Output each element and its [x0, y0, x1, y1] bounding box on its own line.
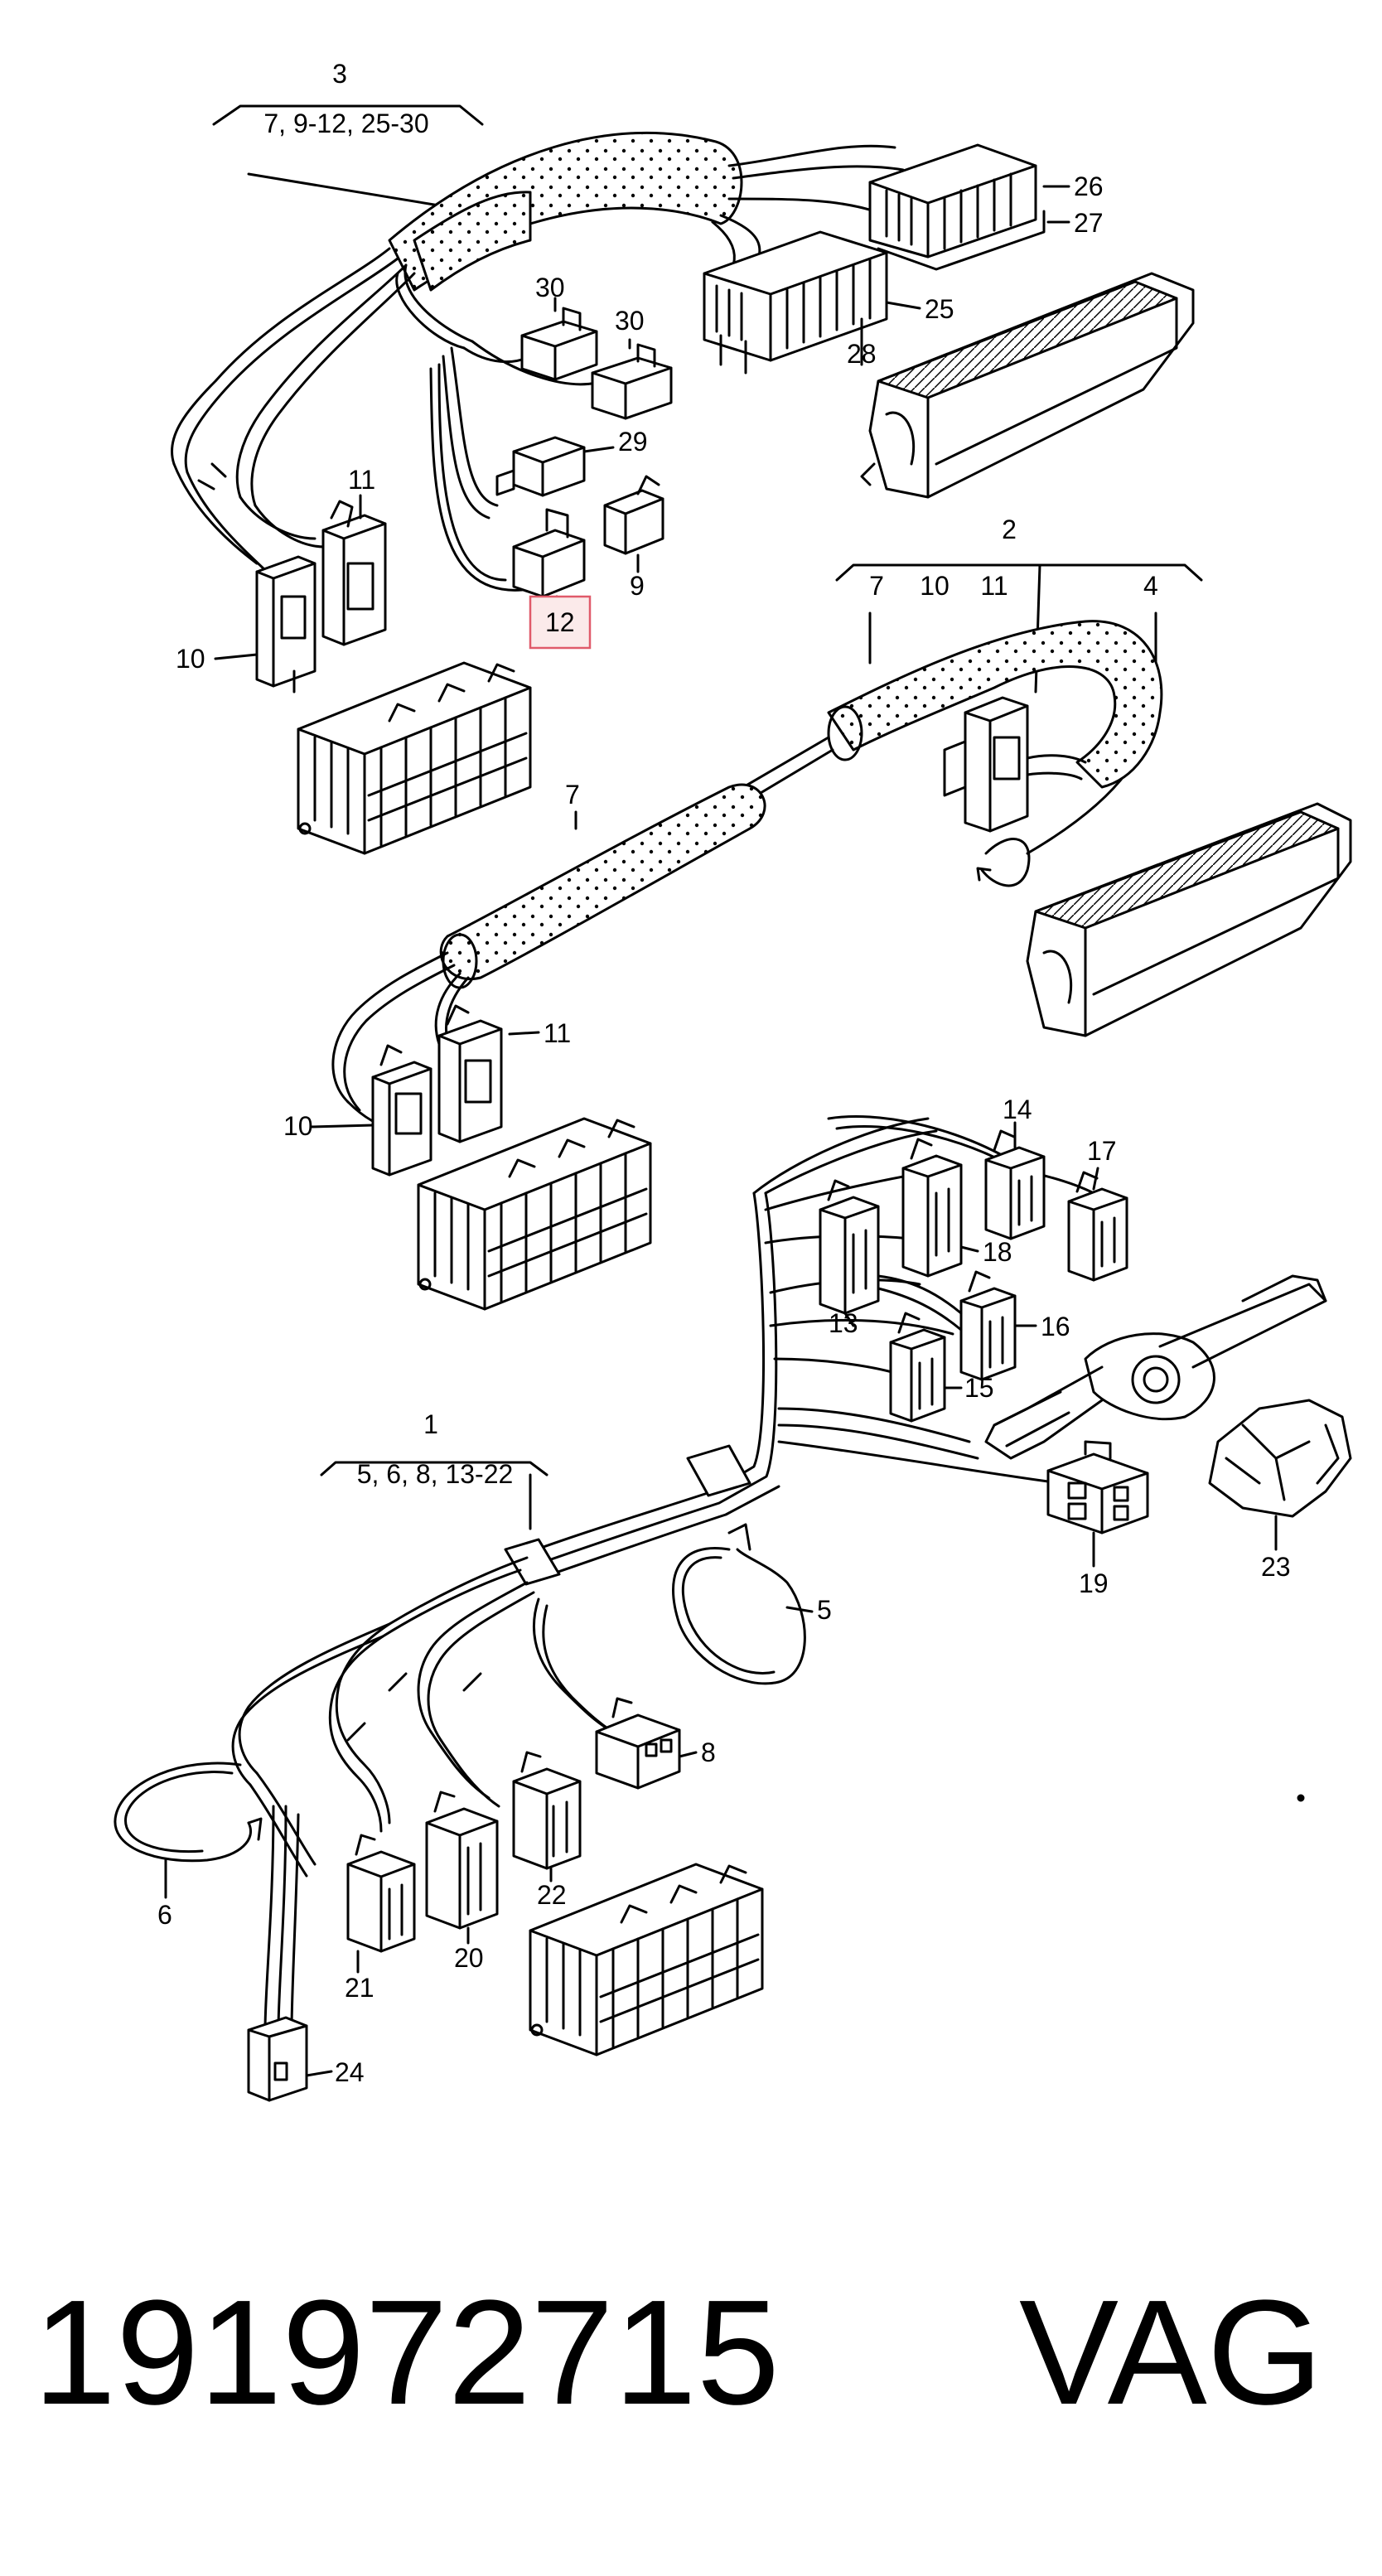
leader-24	[305, 2070, 333, 2077]
connector-19	[1046, 1440, 1149, 1534]
connector-11-mid	[943, 696, 1029, 833]
group-1-bracket	[320, 1461, 548, 1476]
callout-5: 5	[817, 1595, 832, 1625]
callout-12: 12	[545, 607, 575, 637]
cable-tie-5	[672, 1523, 806, 1685]
group-3-number: 3	[332, 59, 347, 89]
callout-13: 13	[829, 1308, 858, 1338]
connector-20	[425, 1791, 499, 1930]
connector-18	[901, 1138, 963, 1278]
group-3-range: 7, 9-12, 25-30	[263, 109, 428, 138]
callout-10-top: 10	[176, 644, 205, 674]
callout-7-long: 7	[565, 780, 580, 810]
leader-13	[843, 1312, 855, 1327]
callout-11-top: 11	[348, 465, 375, 495]
callout-25: 25	[925, 294, 954, 324]
leader-5	[785, 1606, 814, 1613]
callout-20: 20	[454, 1943, 484, 1973]
group-1-number: 1	[423, 1409, 438, 1439]
connector-13	[819, 1179, 880, 1315]
fuse-holder-10-mid	[371, 1044, 432, 1177]
fuse-holder-11-top	[321, 500, 387, 646]
plug-30a	[520, 307, 598, 381]
leader-17	[1092, 1167, 1099, 1191]
callout-14: 14	[1003, 1095, 1032, 1124]
callout-6: 6	[157, 1900, 172, 1930]
part-number: 191972715	[33, 2269, 780, 2436]
connector-24	[247, 2016, 308, 2102]
group-3-leader	[247, 172, 441, 207]
sleeve-7-long	[439, 783, 766, 981]
callout-15: 15	[964, 1373, 994, 1403]
plug-29	[495, 436, 586, 497]
connector-15	[889, 1312, 946, 1423]
leader-29	[582, 446, 615, 453]
callout-17: 17	[1087, 1136, 1117, 1166]
callout-4: 4	[1143, 571, 1158, 601]
connector-8	[595, 1697, 681, 1790]
leader-10-mid	[309, 1124, 374, 1129]
combination-switch	[984, 1274, 1327, 1460]
relay-panel-bottom	[529, 1863, 764, 2056]
fuse-holder-11-mid	[437, 1004, 503, 1143]
leader-8	[678, 1751, 698, 1758]
cable-tie-6	[114, 1762, 263, 1863]
callout-9: 9	[630, 571, 645, 601]
connector-16	[959, 1270, 1017, 1381]
brand-name: VAG	[1019, 2269, 1323, 2436]
connector-12	[512, 508, 586, 598]
leader-11-mid	[508, 1031, 540, 1036]
part-caption: 191972715 VAG	[33, 2254, 1359, 2453]
instrument-cluster-top	[860, 272, 1195, 499]
relay-panel-top	[297, 661, 532, 855]
fuse-holder-10-top	[255, 555, 317, 694]
callout-24: 24	[335, 2057, 365, 2087]
connector-26-27	[868, 143, 1046, 271]
relay-panel-mid	[417, 1117, 652, 1311]
callout-16: 16	[1041, 1312, 1070, 1341]
leader-18	[959, 1245, 979, 1253]
group-2-callout-11: 11	[980, 571, 1008, 601]
highlight-box-12	[529, 595, 592, 650]
group-2-bracket	[835, 563, 1203, 582]
callout-23: 23	[1261, 1552, 1291, 1582]
callout-26: 26	[1074, 172, 1104, 201]
callout-19: 19	[1079, 1568, 1109, 1598]
bracket-23	[1208, 1399, 1352, 1518]
callout-28: 28	[847, 339, 877, 369]
leader-25	[885, 301, 921, 310]
callout-29: 29	[618, 427, 648, 457]
connector-21	[346, 1834, 416, 1953]
sleeve-7-curve	[827, 620, 1163, 789]
plug-30b	[591, 343, 673, 420]
callout-30b: 30	[615, 306, 645, 336]
callout-22: 22	[537, 1880, 567, 1910]
callout-8: 8	[701, 1737, 716, 1767]
leader-10-top	[214, 653, 259, 660]
clip-4	[976, 838, 1031, 887]
instrument-cluster-mid	[1026, 802, 1352, 1037]
sleeve-upper-join	[413, 191, 532, 292]
group-2-number: 2	[1002, 515, 1017, 544]
connector-25-28	[703, 230, 888, 375]
group-2-callout-7: 7	[869, 571, 884, 601]
callout-10-mid: 10	[283, 1111, 313, 1141]
callout-21: 21	[345, 1973, 374, 2003]
callout-11-mid: 11	[544, 1018, 571, 1048]
callout-27: 27	[1074, 208, 1104, 238]
group-1-range: 5, 6, 8, 13-22	[357, 1459, 514, 1489]
callout-18: 18	[983, 1237, 1012, 1267]
connector-22	[512, 1751, 582, 1870]
relay-9	[603, 475, 664, 555]
group-2-callout-10: 10	[920, 571, 950, 601]
connector-14	[984, 1129, 1046, 1240]
callout-30a: 30	[535, 273, 565, 302]
connector-17	[1067, 1171, 1128, 1282]
group-3-bracket	[212, 104, 484, 126]
